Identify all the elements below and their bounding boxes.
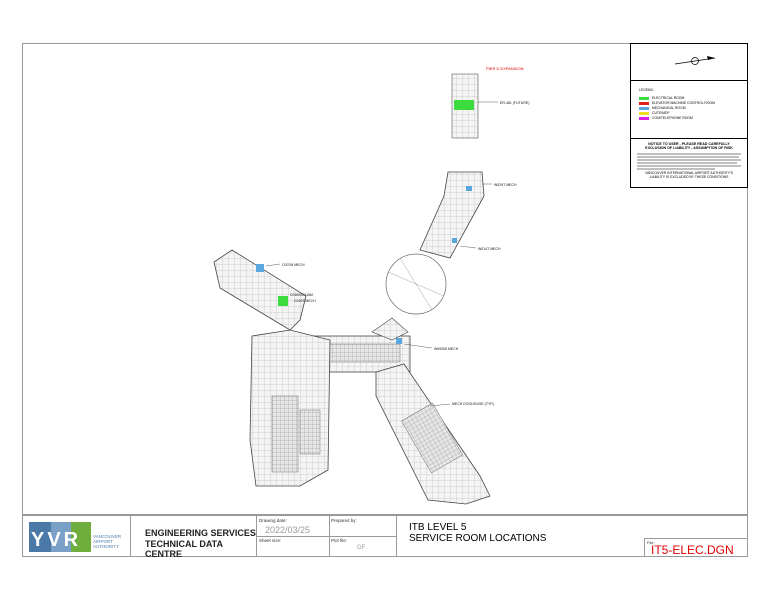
expansion-label: PIER D EXPANSION — [486, 66, 524, 71]
electrical-room-future — [454, 100, 474, 110]
file-name: IT5-ELEC.DGN — [651, 543, 734, 557]
room-label-w014t: W014T MECH — [478, 247, 501, 251]
drawing-sheet — [22, 43, 748, 515]
dept-line-1: ENGINEERING SERVICES — [145, 528, 256, 538]
liability-notice: NOTICE TO USER - PLEASE READ CAREFULLY E… — [631, 138, 747, 188]
drawing-date-label: Drawing date: — [259, 518, 287, 523]
plot-file-label: Plot file: — [331, 538, 348, 543]
notice-footer-line: VANCOUVER INTERNATIONAL AIRPORT AUTHORIT… — [645, 171, 733, 175]
prepared-by-label: Prepared by: — [331, 518, 357, 523]
north-arrow-icon — [674, 56, 716, 65]
room-label-er481: ER-481 (FUTURE) — [500, 101, 529, 105]
legend-item-telephone: COM/TELEPHONE ROOM — [639, 116, 693, 120]
legend-swatch — [639, 101, 649, 105]
logo-subtitle-line: AIRPORT — [93, 539, 113, 544]
meta-divider — [329, 516, 330, 556]
legend: LEGEND: ELECTRICAL ROOM ELEVATOR MACHINE… — [631, 80, 747, 139]
legend-label: MECHANICAL ROOM — [652, 106, 686, 110]
legend-item-electrical: ELECTRICAL ROOM — [639, 96, 684, 100]
rotunda — [385, 253, 447, 315]
plot-file: GF — [357, 545, 366, 551]
logo-subtitle: VANCOUVER AIRPORT AUTHORITY — [93, 534, 121, 549]
logo-text: YVR — [31, 529, 82, 551]
legend-item-cute: CUTE/MDF — [639, 111, 670, 115]
legend-item-elevator: ELEVATOR MACHINE CONTROL ROOM — [639, 101, 715, 105]
file-name-box: File: IT5-ELEC.DGN — [644, 538, 748, 557]
pier-d-expansion: PIER D EXPANSION ER-481 (FUTURE) — [451, 66, 529, 139]
room-label-c016: C016S/C016M — [290, 293, 313, 297]
logo-subtitle-line: VANCOUVER — [93, 534, 122, 539]
room-label-mech-doghouse: MECH DOGHOUSE (TYP.) — [452, 402, 494, 406]
legend-item-mechanical: MECHANICAL ROOM — [639, 106, 686, 110]
drawing-metadata: Drawing date: 2022/03/25 Prepared by: Sh… — [257, 516, 397, 556]
drawing-date: 2022/03/25 — [265, 525, 311, 535]
file-label: File: — [647, 540, 655, 545]
notice-footer-line: LIABILITY IS EXCLUDED BY THESE CONDITION… — [649, 175, 729, 180]
legend-label: COM/TELEPHONE ROOM — [652, 116, 693, 120]
department: ENGINEERING SERVICES TECHNICAL DATA CENT… — [131, 516, 257, 559]
notice-body-text — [637, 153, 741, 170]
legend-label: ELEVATOR MACHINE CONTROL ROOM — [652, 101, 715, 105]
dept-line-2: TECHNICAL DATA CENTRE — [145, 539, 223, 559]
legend-title: LEGEND: — [639, 88, 654, 92]
legend-swatch — [639, 111, 649, 115]
title-line-1: ITB LEVEL 5 — [409, 522, 467, 533]
legend-swatch — [639, 96, 649, 100]
title-line-2: SERVICE ROOM LOCATIONS — [409, 533, 547, 544]
notice-title-line: NOTICE TO USER - PLEASE READ CAREFULLY — [648, 142, 730, 146]
title-block: YVR VANCOUVER AIRPORT AUTHORITY ENGINEER… — [22, 515, 748, 559]
room-label-c007m: C007M MECH — [282, 263, 305, 267]
legend-swatch — [639, 116, 649, 120]
legend-swatch — [639, 106, 649, 110]
legend-panel: LEGEND: ELECTRICAL ROOM ELEVATOR MACHINE… — [630, 43, 748, 188]
central-south-block — [249, 329, 331, 487]
sheet-size-label: Sheet size: — [259, 538, 282, 543]
notice-footer: VANCOUVER INTERNATIONAL AIRPORT AUTHORIT… — [635, 171, 743, 179]
pier-northeast: W029T MECH W014T MECH — [419, 171, 517, 259]
north-arrow-panel — [631, 44, 747, 81]
legend-label: ELECTRICAL ROOM — [652, 96, 685, 100]
logo-subtitle-line: AUTHORITY — [93, 544, 120, 549]
notice-title: NOTICE TO USER - PLEASE READ CAREFULLY E… — [635, 142, 743, 150]
room-label-c019t: C019T MECH — [294, 299, 316, 303]
drawing-title: ITB LEVEL 5 SERVICE ROOM LOCATIONS — [397, 516, 637, 556]
electrical-room-c016 — [278, 296, 288, 306]
pier-southeast: MECH DOGHOUSE (TYP.) — [375, 363, 494, 505]
legend-label: CUTE/MDF — [652, 111, 670, 115]
notice-title-line: EXCLUSION OF LIABILITY - ASSUMPTION OF R… — [645, 146, 733, 150]
yvr-logo-icon — [29, 522, 91, 552]
pier-northwest: C007M MECH C016S/C016M C019T MECH — [213, 249, 316, 331]
yvr-logo: YVR VANCOUVER AIRPORT AUTHORITY — [23, 516, 131, 556]
meta-divider — [257, 536, 397, 537]
room-label-w029t: W029T MECH — [494, 183, 517, 187]
room-label-w00005: W00005 MECH — [434, 347, 459, 351]
